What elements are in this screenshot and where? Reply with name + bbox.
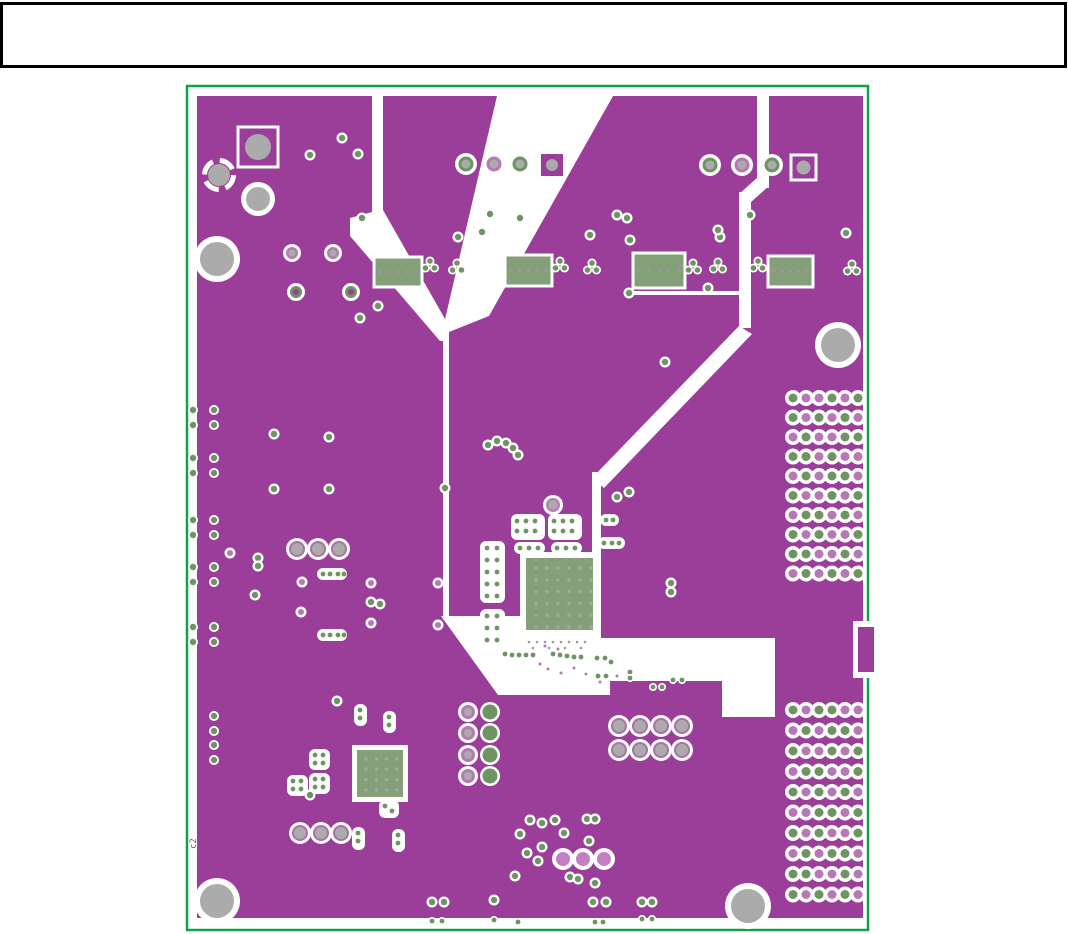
mounting-hole [725, 883, 771, 929]
mounting-hole [815, 322, 861, 368]
title-block [0, 2, 1067, 68]
header-array-upper [785, 390, 866, 582]
ic-lower-left [357, 750, 403, 797]
square-pad-outline [236, 125, 280, 169]
smd-component-4 [766, 254, 815, 289]
header-array-lower [785, 702, 866, 903]
edge-connector-tab [853, 621, 879, 678]
via-arrays-layer [785, 390, 866, 903]
silkscreen-mark: c2 [189, 838, 199, 849]
mounting-hole [194, 878, 240, 924]
pad-cluster-strips [287, 514, 625, 852]
annotation-layer: c2 [189, 838, 199, 849]
pads-layer [194, 125, 861, 929]
board-outline [185, 84, 870, 932]
vias-layer [188, 132, 861, 926]
smd-component-2 [503, 253, 554, 288]
smd-component-1 [372, 255, 424, 289]
mounting-hole [194, 236, 240, 282]
smd-component-3 [631, 251, 687, 290]
ic-center [526, 557, 593, 631]
thermal-relief-pad [202, 158, 236, 192]
square-pad-outline [789, 153, 818, 182]
